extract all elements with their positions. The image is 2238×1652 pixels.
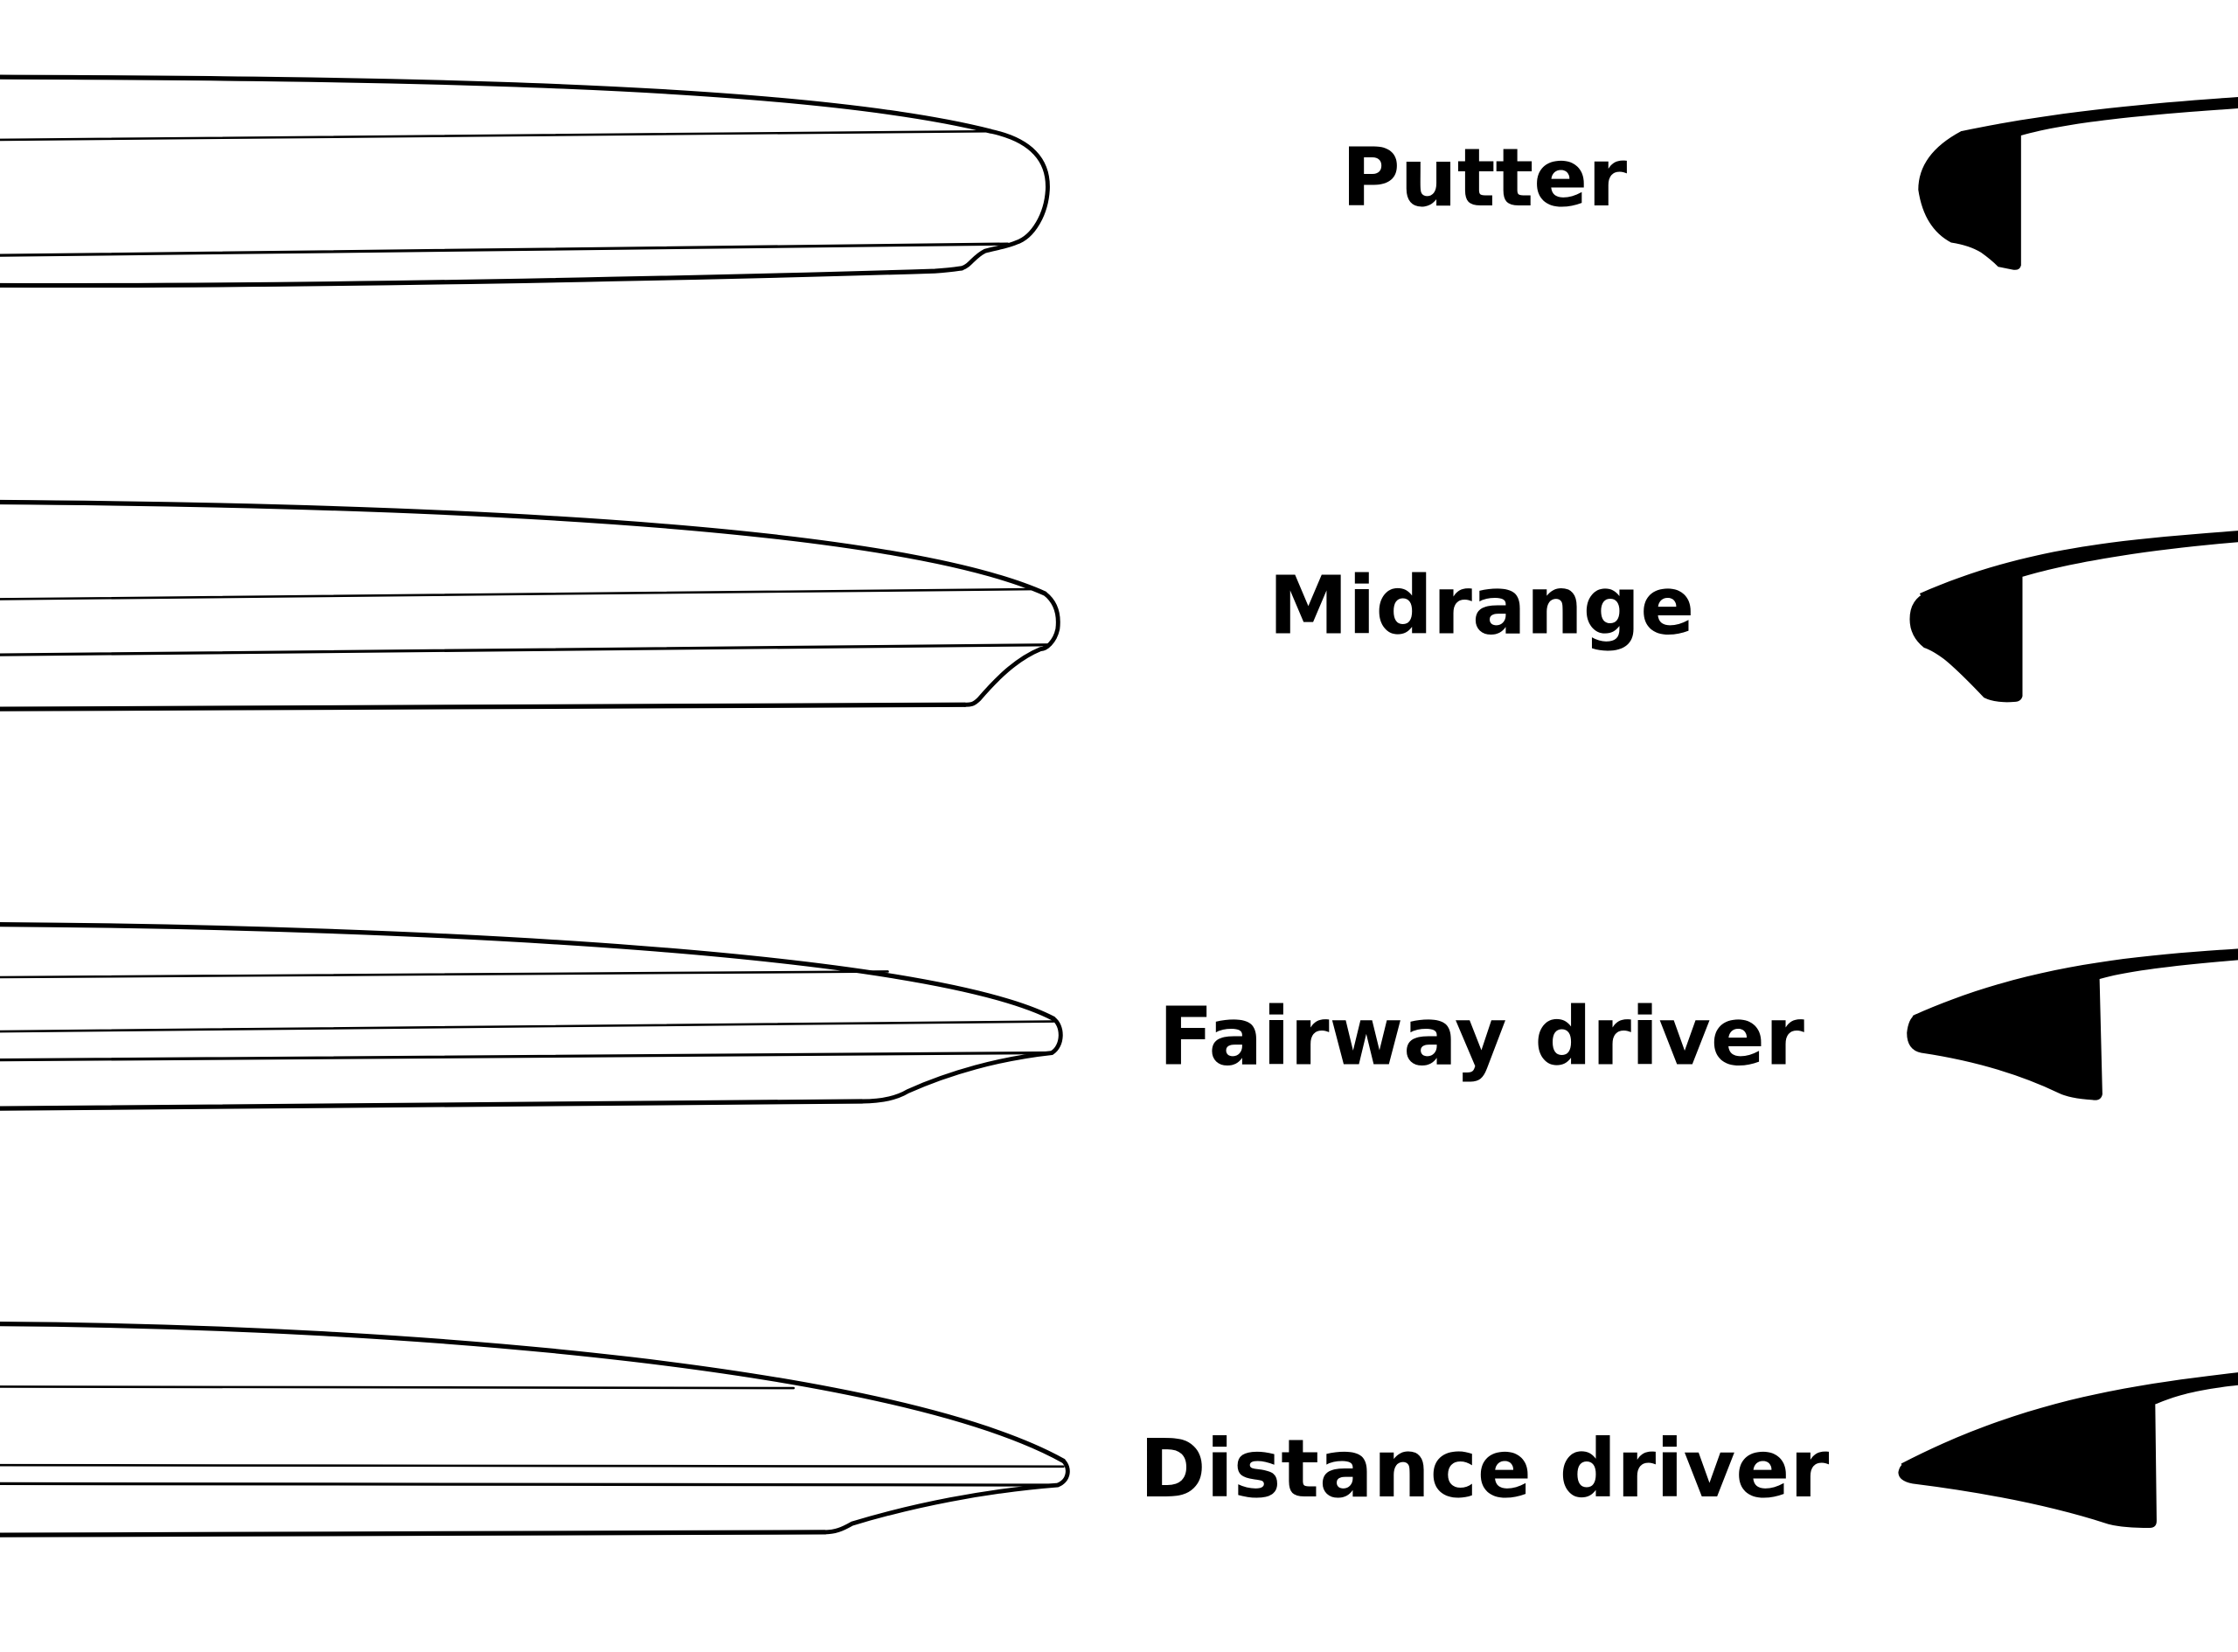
putter-flight-plate-line <box>0 129 992 142</box>
distance-driver-top-outline <box>0 1322 1066 1463</box>
fairway-driver-flight-plate-line <box>0 1020 1055 1033</box>
distance-driver-flight-plate-line <box>0 1463 1065 1468</box>
disc-row-putter: Putter <box>0 74 2238 288</box>
fairway-driver-rim-cross-section <box>1907 948 2238 1100</box>
distance-driver-rim-outline <box>823 1458 1070 1535</box>
putter-flight-plate-section <box>1961 96 2238 143</box>
putter-side-view <box>0 74 1050 288</box>
disc-row-distance-driver: Distance driver <box>0 1322 2238 1537</box>
midrange-side-view <box>0 499 1060 711</box>
distance-driver-rim-cross-section <box>1898 1372 2238 1529</box>
midrange-bottom-outline <box>0 702 968 711</box>
putter-top-outline <box>0 74 993 134</box>
putter-rim-section <box>1918 131 2021 270</box>
disc-label-midrange: Midrange <box>1268 559 1694 653</box>
midrange-rim-outline <box>963 591 1060 707</box>
fairway-driver-parting-line <box>0 1051 1053 1062</box>
disc-row-midrange: Midrange <box>0 499 2238 711</box>
fairway-driver-rim-outline <box>859 1016 1063 1104</box>
fairway-driver-top-outline <box>0 922 1056 1021</box>
midrange-flight-plate-section <box>1919 531 2238 602</box>
distance-driver-bottom-outline <box>0 1530 828 1537</box>
fairway-driver-bottom-outline <box>0 1099 865 1111</box>
fairway-driver-upper-line <box>0 970 889 979</box>
midrange-flight-plate-line <box>0 587 1032 600</box>
disc-row-fairway-driver: Fairway driver <box>0 922 2238 1111</box>
putter-rim-outline <box>959 128 1050 271</box>
putter-parting-line <box>0 242 1010 257</box>
disc-label-putter: Putter <box>1342 131 1628 225</box>
disc-label-distance-driver: Distance driver <box>1140 1422 1830 1516</box>
distance-driver-side-view <box>0 1322 1070 1537</box>
distance-driver-rim-section <box>1898 1402 2157 1529</box>
midrange-rim-section <box>1909 573 2023 703</box>
distance-driver-upper-line <box>0 1385 796 1390</box>
fairway-driver-side-view <box>0 922 1063 1111</box>
midrange-parting-line <box>0 643 1051 656</box>
putter-rim-cross-section <box>1918 96 2238 270</box>
disc-label-fairway-driver: Fairway driver <box>1158 990 1804 1084</box>
putter-bottom-outline <box>0 266 965 288</box>
midrange-top-outline <box>0 499 1047 596</box>
distance-driver-parting-line <box>0 1482 1060 1487</box>
fairway-driver-rim-section <box>1907 978 2102 1100</box>
midrange-rim-cross-section <box>1909 531 2238 703</box>
